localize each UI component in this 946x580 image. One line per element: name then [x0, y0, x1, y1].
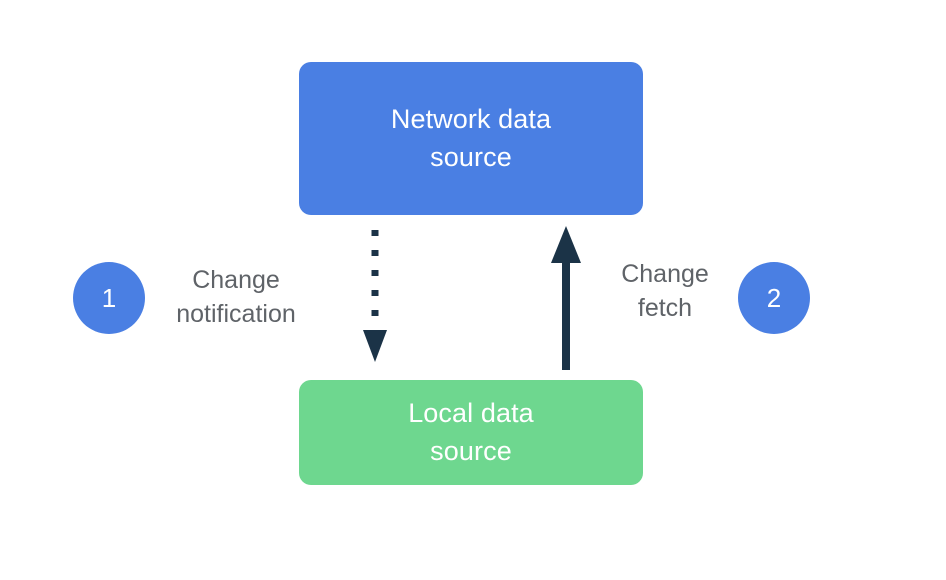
- network-data-source-node[interactable]: Network data source: [299, 62, 643, 215]
- change-fetch-arrow-icon: [551, 226, 581, 370]
- step-2-badge: 2: [738, 262, 810, 334]
- local-data-source-label: Local data source: [408, 398, 534, 466]
- step-2-label: Change fetch: [621, 260, 709, 322]
- step-2-number: 2: [766, 282, 782, 313]
- step-1-number: 1: [101, 282, 117, 313]
- change-notification-arrow-icon: [363, 230, 387, 362]
- network-data-source-label: Network data source: [390, 104, 552, 172]
- step-1-badge: 1: [73, 262, 145, 334]
- step-1-label: Change notification: [176, 266, 296, 328]
- local-data-source-node[interactable]: Local data source: [299, 380, 643, 485]
